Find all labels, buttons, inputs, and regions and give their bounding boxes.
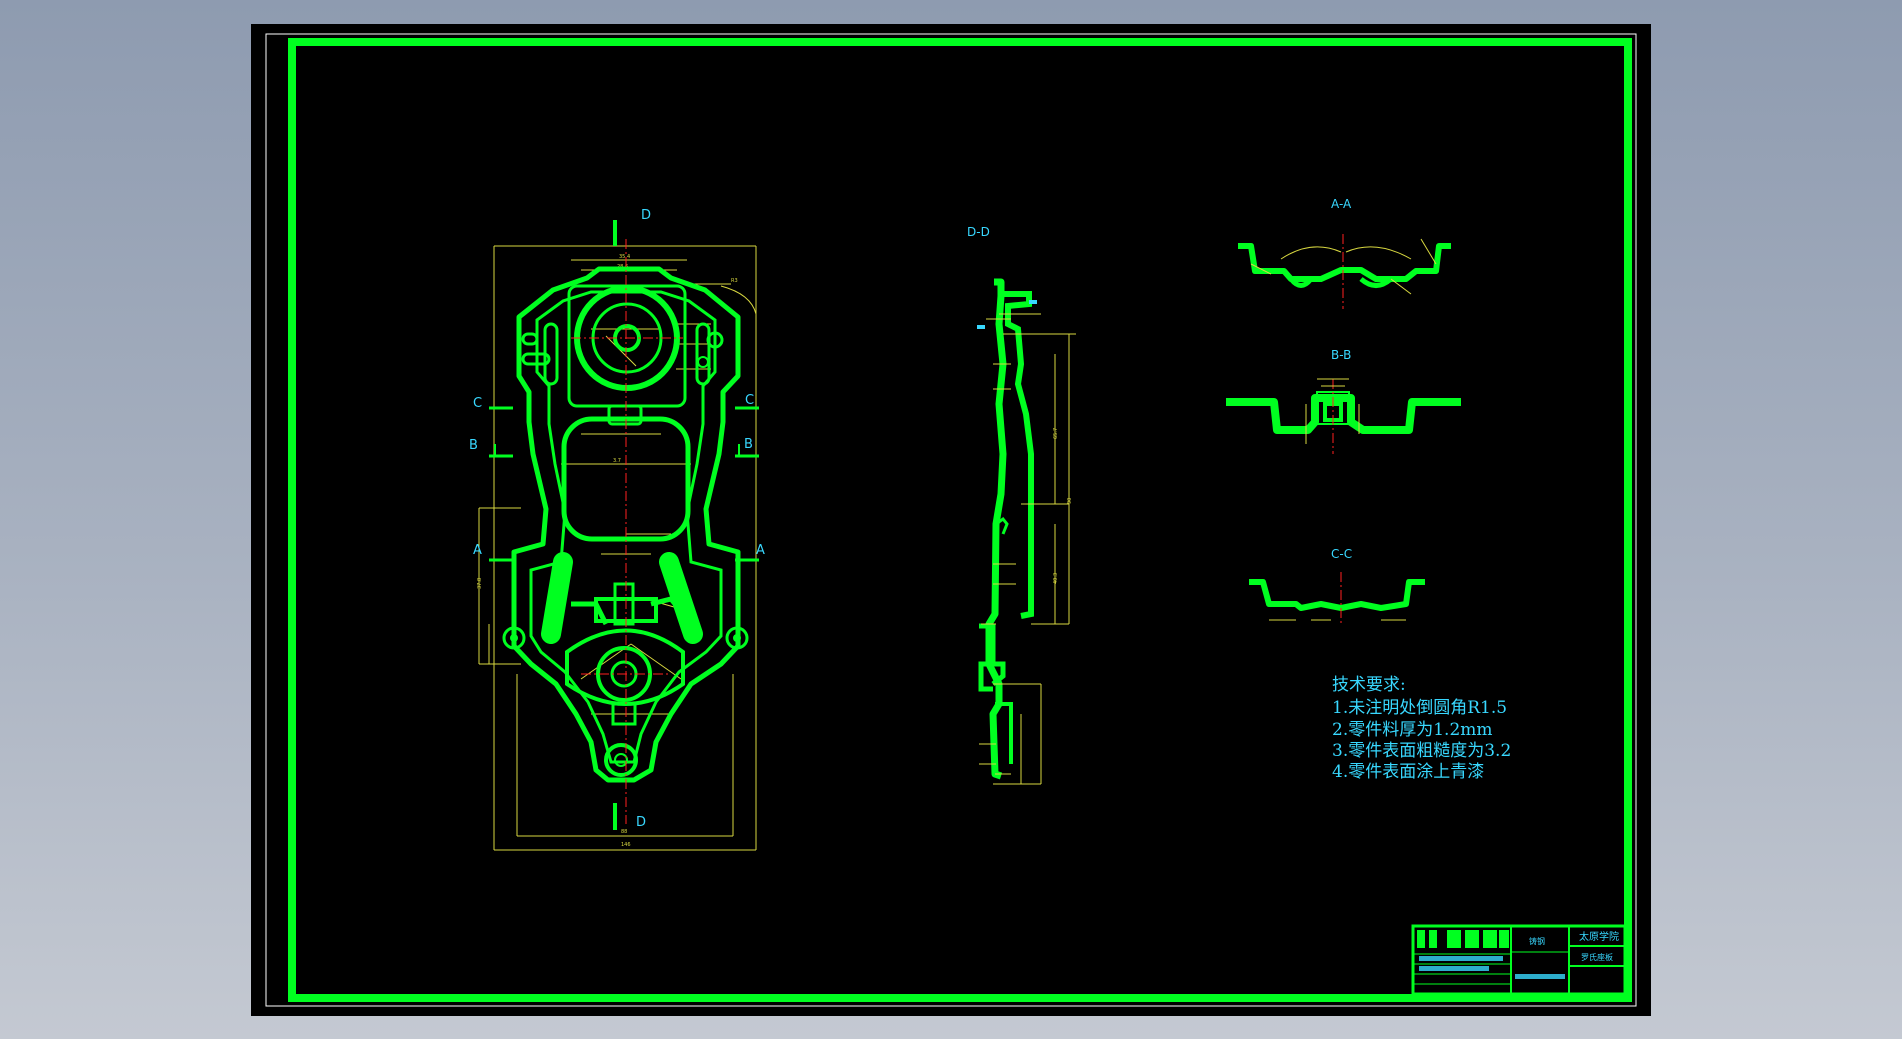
section-marker-c-right: C xyxy=(745,393,754,408)
section-label-aa: A-A xyxy=(1331,197,1352,211)
svg-text:88: 88 xyxy=(621,829,627,835)
note-item-4: 4.零件表面涂上青漆 xyxy=(1332,762,1484,782)
note-item-3: 3.零件表面粗糙度为3.2 xyxy=(1332,741,1511,761)
svg-text:37.8: 37.8 xyxy=(477,578,483,589)
section-label-dd: D-D xyxy=(967,225,990,239)
section-marker-d-bottom: D xyxy=(636,815,646,830)
svg-text:3.7: 3.7 xyxy=(613,458,621,464)
section-view-bb: B-B xyxy=(1226,348,1461,454)
front-view-outline xyxy=(511,266,741,783)
svg-text:146: 146 xyxy=(621,842,631,848)
section-view-aa: A-A xyxy=(1238,197,1451,309)
drawing-frame xyxy=(265,33,1637,1007)
title-block-school: 太原学院 xyxy=(1579,930,1619,943)
notes-heading: 技术要求: xyxy=(1332,675,1406,695)
svg-text:35.4: 35.4 xyxy=(619,254,630,260)
section-label-cc: C-C xyxy=(1331,547,1352,561)
drawing-canvas: 35.4 28.6 3.7 R3 37.8 146 88 xyxy=(265,33,1637,1007)
note-item-2: 2.零件料厚为1.2mm xyxy=(1332,720,1493,740)
drawing-sheet: 35.4 28.6 3.7 R3 37.8 146 88 xyxy=(251,24,1651,1016)
title-block-code: 铸钢 xyxy=(1529,936,1545,946)
section-view-dd: D-D 90 65.7 40.3 xyxy=(967,225,1076,785)
svg-text:R3: R3 xyxy=(731,278,738,284)
section-marker-a-right: A xyxy=(756,543,765,558)
svg-text:65.7: 65.7 xyxy=(1053,428,1059,439)
svg-text:40.3: 40.3 xyxy=(1053,573,1059,584)
section-marker-b-left: B xyxy=(469,438,478,453)
note-item-1: 1.未注明处倒圆角R1.5 xyxy=(1332,698,1507,718)
section-marker-d-top: D xyxy=(641,208,651,223)
section-marker-c-left: C xyxy=(473,396,482,411)
section-view-cc: C-C xyxy=(1249,547,1425,626)
title-block-part-name: 罗氏座板 xyxy=(1581,952,1613,962)
title-block: 铸钢 太原学院 罗氏座板 xyxy=(1411,924,1627,996)
section-label-bb: B-B xyxy=(1331,348,1351,362)
section-marker-b-right: B xyxy=(744,437,753,452)
svg-text:90: 90 xyxy=(1067,498,1073,504)
technical-notes: 技术要求: 1.未注明处倒圆角R1.5 2.零件料厚为1.2mm 3.零件表面粗… xyxy=(1332,675,1511,782)
section-marker-a-left: A xyxy=(473,543,482,558)
front-view: 35.4 28.6 3.7 R3 37.8 146 88 xyxy=(469,208,765,851)
